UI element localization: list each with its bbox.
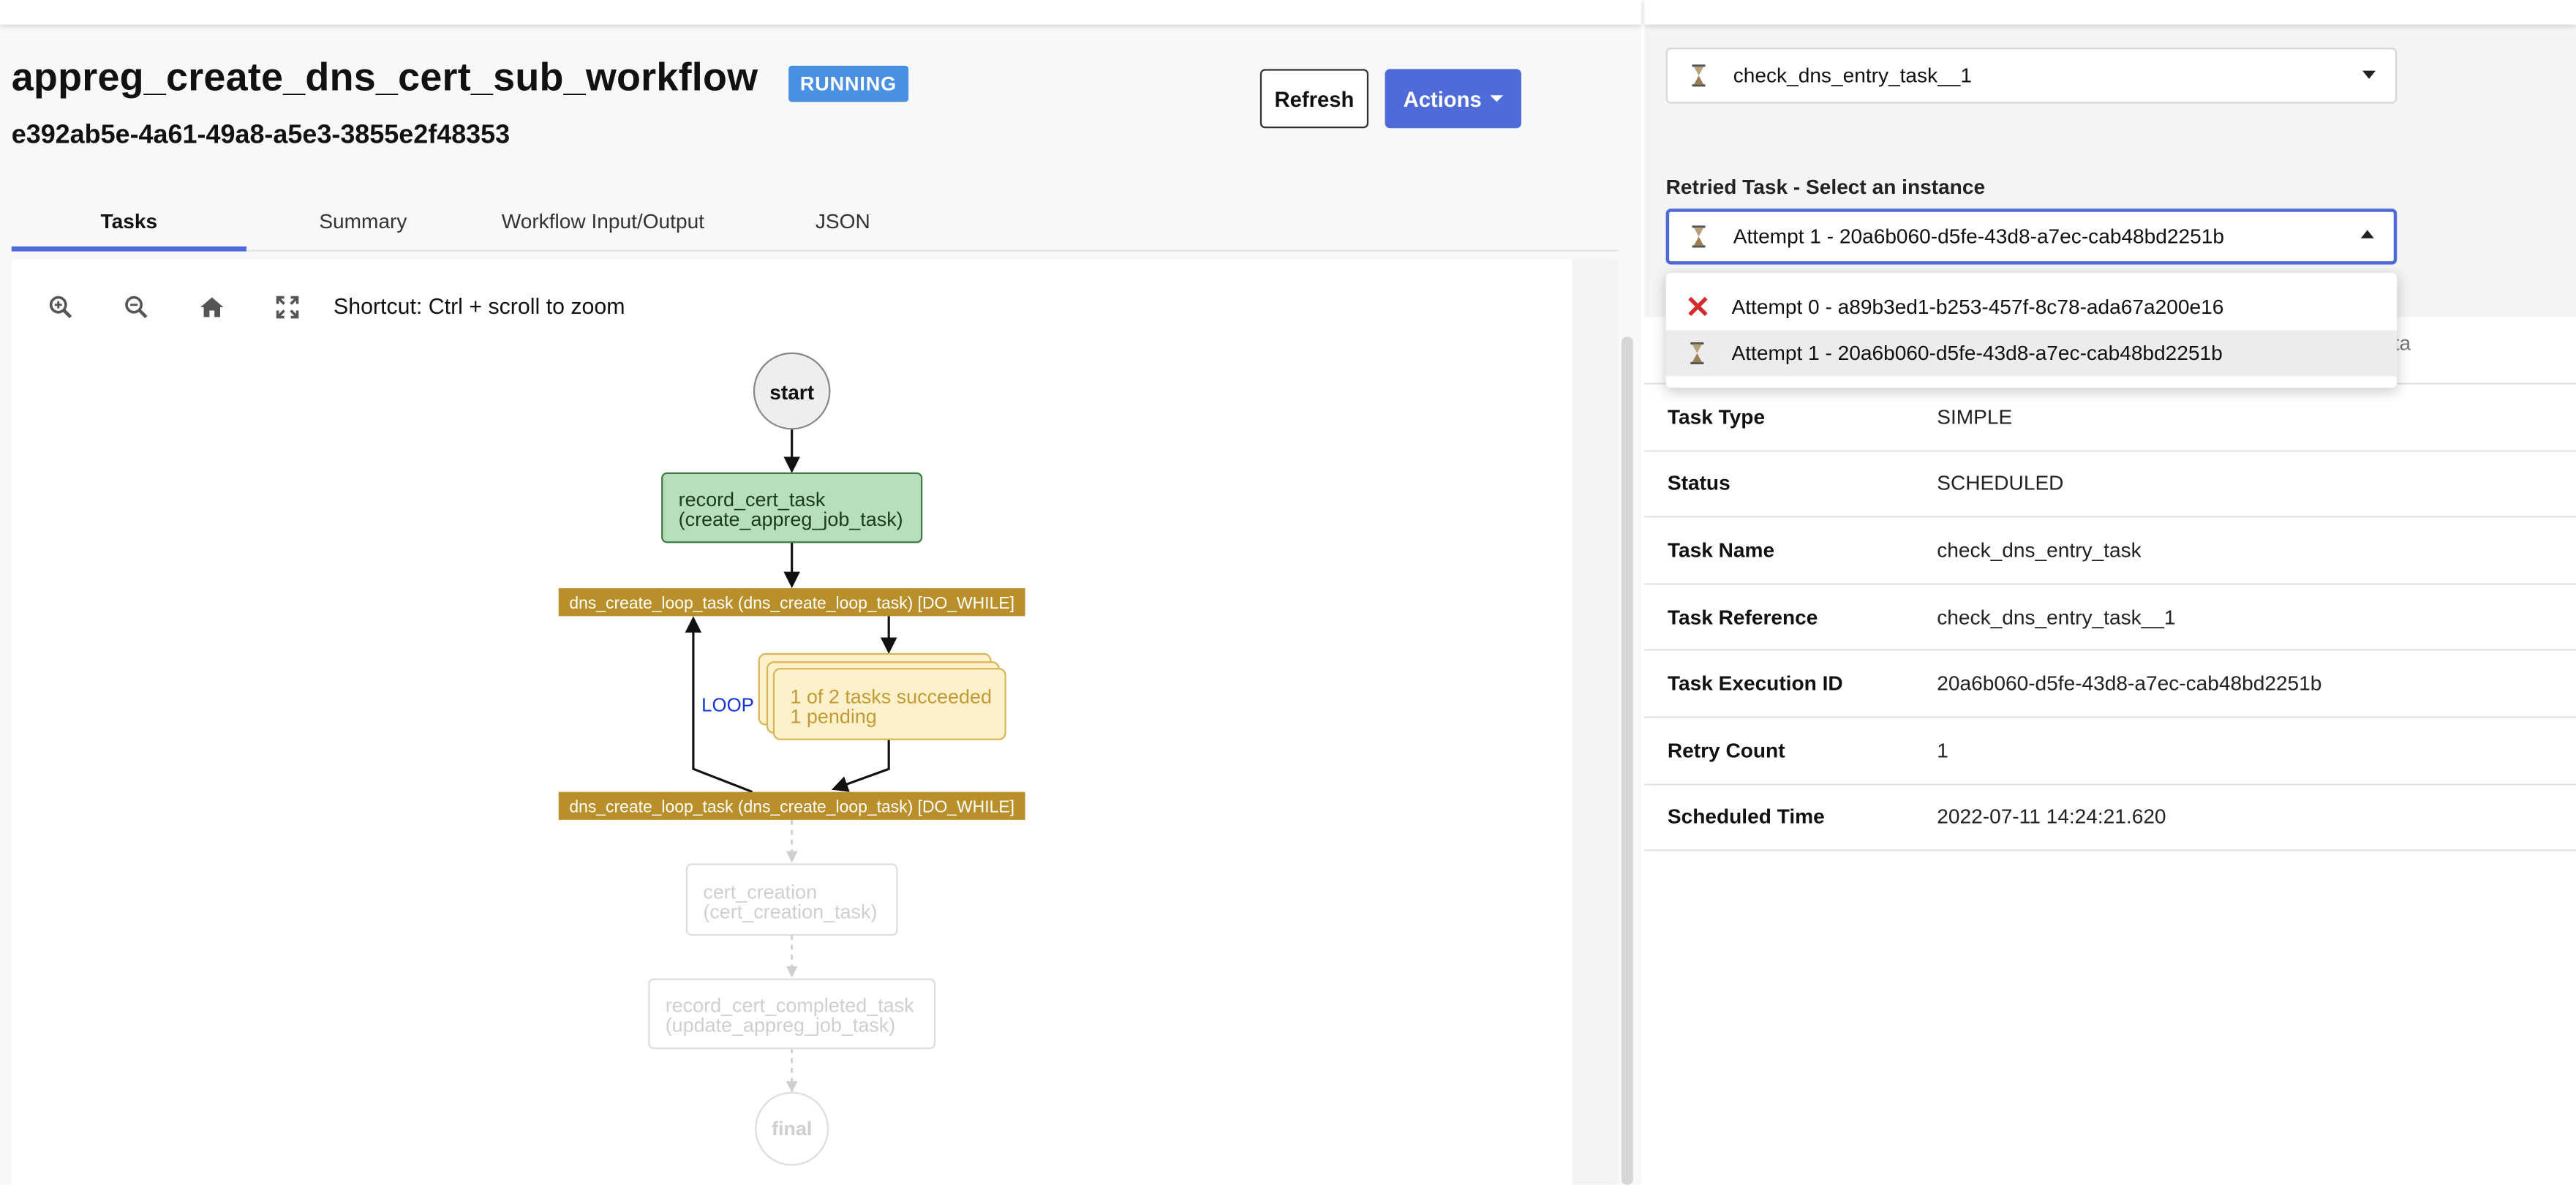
chevron-down-icon <box>2362 70 2376 79</box>
home-icon[interactable] <box>194 289 230 325</box>
node-start-label: start <box>769 381 814 404</box>
detail-row: Status SCHEDULED <box>1644 451 2576 518</box>
edge-stack-loopend <box>831 739 890 792</box>
detail-value: check_dns_entry_task <box>1937 538 2142 563</box>
detail-row: Retry Count 1 <box>1644 718 2576 785</box>
actions-button[interactable]: Actions <box>1385 69 1521 129</box>
detail-value: 2022-07-11 14:24:21.620 <box>1937 805 2166 829</box>
zoom-out-icon[interactable] <box>118 289 154 325</box>
node-record-cert-completed-ref: (update_appreg_job_task) <box>666 1015 896 1037</box>
chevron-up-icon <box>2360 230 2374 238</box>
tab-summary[interactable]: Summary <box>319 210 407 233</box>
zoom-shortcut-hint: Shortcut: Ctrl + scroll to zoom <box>333 294 625 319</box>
node-record-cert-task[interactable]: record_cert_task (create_appreg_job_task… <box>661 472 923 543</box>
attempt-option-1[interactable]: Attempt 1 - 20a6b060-d5fe-43d8-a7ec-cab4… <box>1665 330 2398 377</box>
retried-task-label: Retried Task - Select an instance <box>1665 176 1986 199</box>
detail-row: Task Type SIMPLE <box>1644 383 2576 451</box>
task-details-pane: check_dns_entry_task__1 Retried Task - S… <box>1644 0 2576 1185</box>
attempt-dropdown-menu: Attempt 0 - a89b3ed1-b253-457f-8c78-ada6… <box>1665 272 2398 388</box>
node-loop-tasks-stack[interactable]: 1 of 2 tasks succeeded 1 pending <box>758 652 1006 740</box>
detail-key: Status <box>1667 472 1730 495</box>
node-cert-creation-name: cert_creation <box>703 881 817 903</box>
attempt-option-label: Attempt 0 - a89b3ed1-b253-457f-8c78-ada6… <box>1731 296 2224 319</box>
node-record-cert-completed[interactable]: record_cert_completed_task (update_appre… <box>648 978 936 1050</box>
zoom-in-icon[interactable] <box>42 289 78 325</box>
detail-row: Task Name check_dns_entry_task <box>1644 518 2576 585</box>
detail-key: Task Name <box>1667 538 1775 563</box>
status-badge: RUNNING <box>788 65 908 102</box>
graph-gutter <box>1572 259 1619 1185</box>
tab-tasks[interactable]: Tasks <box>100 210 158 233</box>
attempt-option-0[interactable]: Attempt 0 - a89b3ed1-b253-457f-8c78-ada6… <box>1666 285 2398 331</box>
workflow-id: e392ab5e-4a61-49a8-a5e3-3855e2f48353 <box>11 121 511 150</box>
node-start[interactable]: start <box>753 352 831 430</box>
hourglass-icon <box>1690 64 1706 96</box>
node-cert-creation-ref: (cert_creation_task) <box>703 901 877 923</box>
detail-value: 20a6b060-d5fe-43d8-a7ec-cab48bd2251b <box>1937 672 2322 696</box>
scrollbar[interactable] <box>1621 336 1633 1185</box>
node-record-cert-task-name: record_cert_task <box>679 489 826 511</box>
workflow-graph: start record_cert_task (create_appreg_jo… <box>558 352 1025 1166</box>
tabs-divider <box>246 249 1619 252</box>
actions-label: Actions <box>1403 86 1482 111</box>
detail-key: Scheduled Time <box>1667 805 1825 829</box>
detail-value: 1 <box>1937 739 1948 762</box>
top-bar-right <box>1644 0 2576 25</box>
node-cert-creation[interactable]: cert_creation (cert_creation_task) <box>685 863 898 936</box>
stack-succeeded: 1 of 2 tasks succeeded <box>790 685 992 707</box>
refresh-button[interactable]: Refresh <box>1259 69 1369 129</box>
hourglass-icon <box>1690 225 1706 257</box>
task-select[interactable]: check_dns_entry_task__1 <box>1665 48 2398 104</box>
detail-value: SIMPLE <box>1937 405 2013 429</box>
detail-key: Task Execution ID <box>1667 672 1843 696</box>
workflow-pane: appreg_create_dns_cert_sub_workflow RUNN… <box>0 0 1641 1185</box>
loop-label: LOOP <box>701 696 754 716</box>
failed-x-icon <box>1687 296 1709 322</box>
fullscreen-icon[interactable] <box>269 289 305 325</box>
workflow-title: appreg_create_dns_cert_sub_workflow <box>11 56 758 101</box>
detail-key: Task Type <box>1667 405 1766 429</box>
edge-loop-back <box>685 616 753 794</box>
node-record-cert-completed-name: record_cert_completed_task <box>666 995 914 1017</box>
task-details-table: Task Type SIMPLE Status SCHEDULED Task N… <box>1644 383 2576 851</box>
detail-row: Scheduled Time 2022-07-11 14:24:21.620 <box>1644 785 2576 851</box>
stack-pending: 1 pending <box>790 705 876 727</box>
node-final-label: final <box>772 1118 812 1140</box>
attempt-select[interactable]: Attempt 1 - 20a6b060-d5fe-43d8-a7ec-cab4… <box>1665 208 2398 265</box>
caret-down-icon <box>1489 95 1503 102</box>
tab-json[interactable]: JSON <box>815 210 870 233</box>
detail-key: Retry Count <box>1667 739 1785 762</box>
attempt-select-value: Attempt 1 - 20a6b060-d5fe-43d8-a7ec-cab4… <box>1733 225 2225 249</box>
node-record-cert-task-ref: (create_appreg_job_task) <box>679 508 903 530</box>
top-bar <box>0 0 1641 25</box>
hourglass-icon <box>1689 342 1705 369</box>
node-loop-end[interactable]: dns_create_loop_task (dns_create_loop_ta… <box>558 791 1025 820</box>
node-loop-end-label: dns_create_loop_task (dns_create_loop_ta… <box>569 797 1014 816</box>
detail-row: Task Reference check_dns_entry_task__1 <box>1644 584 2576 652</box>
tab-fragment[interactable]: ta <box>2393 331 2411 356</box>
node-loop-start-label: dns_create_loop_task (dns_create_loop_ta… <box>569 593 1014 612</box>
active-tab-indicator <box>11 246 246 252</box>
detail-row: Task Execution ID 20a6b060-d5fe-43d8-a7e… <box>1644 651 2576 718</box>
node-loop-start[interactable]: dns_create_loop_task (dns_create_loop_ta… <box>558 588 1025 617</box>
task-select-value: check_dns_entry_task__1 <box>1733 64 1972 88</box>
attempt-option-label: Attempt 1 - 20a6b060-d5fe-43d8-a7ec-cab4… <box>1731 342 2223 365</box>
node-final[interactable]: final <box>755 1091 829 1166</box>
tab-workflow-input-output[interactable]: Workflow Input/Output <box>501 210 704 233</box>
detail-value: check_dns_entry_task__1 <box>1937 605 2176 629</box>
detail-key: Task Reference <box>1667 605 1818 629</box>
detail-value: SCHEDULED <box>1937 472 2064 495</box>
